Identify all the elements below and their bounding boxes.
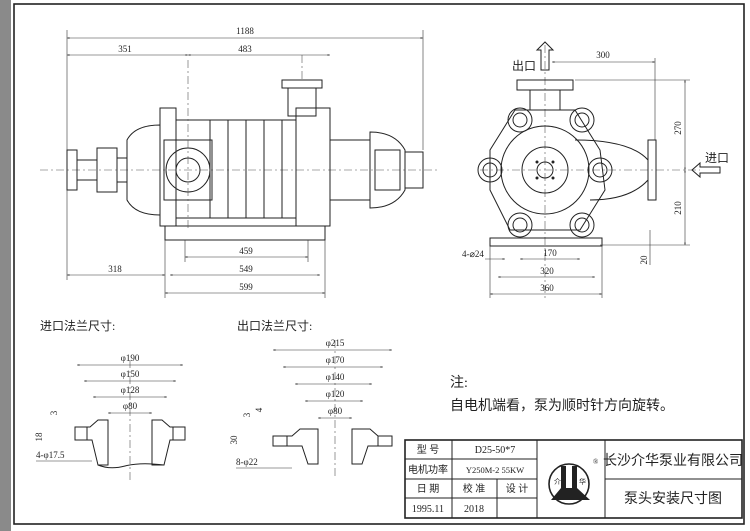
outlet-arrow-icon [535,41,555,71]
title-block: 型 号 D25-50*7 电机功率 Y250M-2 55KW 日 期 校 准 设… [404,439,743,519]
dim-4: 4 [254,407,264,412]
dim-holes: 4-φ17.5 [36,450,65,460]
dim-phi80: φ80 [123,401,138,411]
dim-351: 351 [118,44,132,54]
dim-phi170: φ170 [326,355,345,365]
inlet-flange-title: 进口法兰尺寸: [40,319,115,333]
dim-270: 270 [673,121,683,135]
dim-300: 300 [596,50,610,60]
note-text: 自电机端看，泵为顺时针方向旋转。 [450,398,674,414]
dim-bolt-holes: 4-⌀24 [462,249,484,259]
dim-phi128: φ128 [121,385,140,395]
dim-phi80-outlet: φ80 [328,406,343,416]
check-label: 校 准 [463,482,486,495]
dim-phi120: φ120 [326,389,345,399]
motor-value: Y250M-2 55KW [466,465,524,475]
side-view: 出口 进口 300 270 210 20 4-⌀24 170 320 360 [462,41,729,300]
dim-overall: 1188 [236,26,254,36]
model-value: D25-50*7 [475,445,516,456]
dim-170: 170 [543,248,557,258]
inlet-flange-detail: 进口法兰尺寸: φ190 φ150 φ128 φ80 3 18 4-φ17.5 [34,319,186,480]
model-label: 型 号 [417,443,440,456]
dim-phi190: φ190 [121,353,140,363]
outlet-label: 出口 [512,59,536,73]
dim-459: 459 [239,246,253,256]
motor-label: 电机功率 [408,463,448,476]
drawing-title: 泵头安装尺寸图 [624,491,722,507]
company-logo: 介 华 ® [548,458,599,505]
dim-599: 599 [239,282,253,292]
dim-360: 360 [540,283,554,293]
sheet-border [13,3,745,525]
inlet-label: 进口 [705,151,729,165]
company-name: 长沙介华泵业有限公司 [603,453,743,469]
dim-phi150: φ150 [121,369,140,379]
front-view: 1188 351 483 459 549 599 318 [40,26,440,298]
dim-3: 3 [49,410,59,415]
dim-549: 549 [239,264,253,274]
date-label: 日 期 [417,483,440,495]
svg-text:介: 介 [554,478,561,486]
dim-holes-outlet: 8-φ22 [236,457,258,467]
dim-phi215: φ215 [326,338,345,348]
binding-margin [0,0,11,531]
dim-3-outlet: 3 [242,412,252,417]
dim-20: 20 [639,255,649,265]
dim-210: 210 [673,201,683,215]
svg-text:®: ® [593,458,599,466]
dim-18: 18 [34,432,44,442]
dim-30: 30 [229,435,239,445]
inlet-arrow-icon [691,161,721,179]
svg-text:华: 华 [579,477,586,486]
dim-483: 483 [238,44,252,54]
check-value: 2018 [464,504,484,515]
dim-phi140: φ140 [326,372,345,382]
dim-320: 320 [540,266,554,276]
note-title: 注: [450,375,468,391]
dim-318: 318 [108,264,122,274]
outlet-flange-title: 出口法兰尺寸: [237,319,312,333]
design-label: 设 计 [506,482,529,495]
outlet-flange-detail: 出口法兰尺寸: φ215 φ170 φ140 φ120 φ80 3 4 30 8… [229,319,393,478]
date-value: 1995.11 [412,504,444,515]
